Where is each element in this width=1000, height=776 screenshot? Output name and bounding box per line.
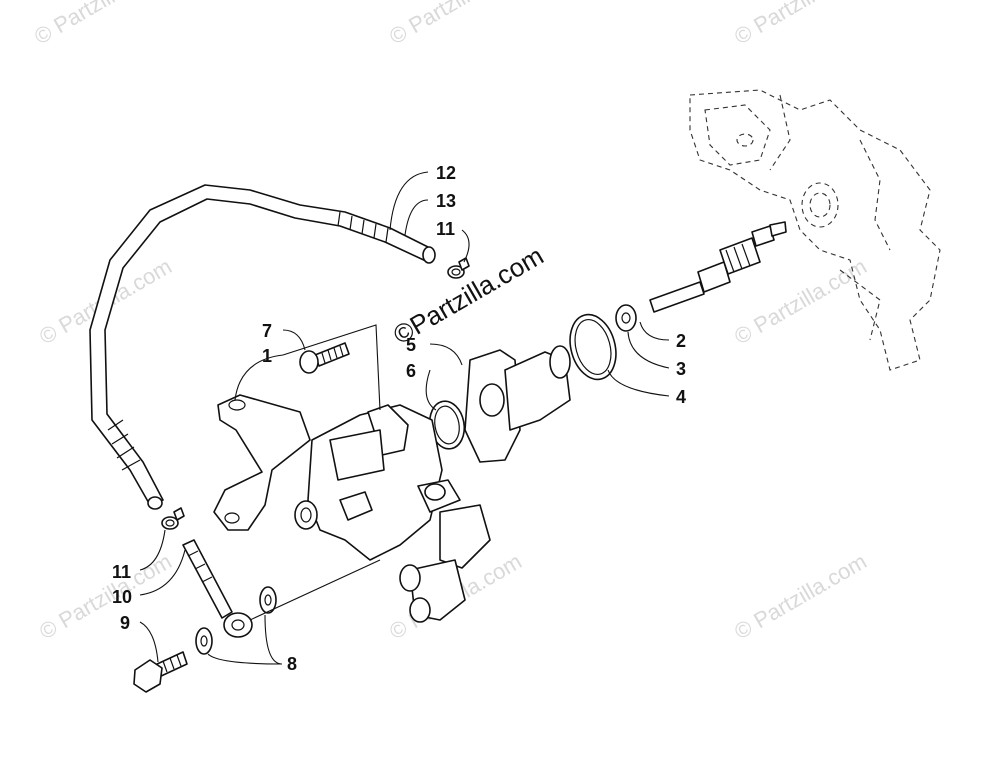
callout-11-bottom: 11 [112,562,131,582]
hose-clamp-top [447,257,470,279]
washer [615,304,637,332]
engine-case-outline [689,89,941,371]
callout-3: 3 [676,359,686,379]
watermark: © Partzilla.com [730,0,871,49]
callout-10: 10 [112,587,132,607]
leader-lines [139,171,670,665]
watermark: © Partzilla.com [30,0,171,49]
callout-13: 13 [436,191,456,211]
pump-shaft-housing [464,345,571,463]
watermark: © Partzilla.com [730,549,871,645]
crush-washer-right-hole [264,594,272,606]
callout-9: 9 [120,613,130,633]
crush-washer-left [195,627,213,655]
pump-bolt [299,342,350,374]
o-ring-small-inner [434,405,460,445]
callout-11-top: 11 [436,219,455,239]
callout-5: 5 [406,335,416,355]
center-watermark: ©Partzilla.com [388,240,548,350]
callout-7: 7 [262,321,272,341]
oil-hose [89,184,436,510]
watermark: © Partzilla.com [35,549,176,645]
oil-pump-body [213,394,491,623]
banjo-fitting [182,539,253,638]
watermark: © Partzilla.com [730,254,871,350]
callout-1: 1 [262,346,272,366]
assembly-line [249,559,381,621]
callout-4: 4 [676,387,686,407]
crush-washer-right [259,586,277,614]
banjo-bolt [133,651,188,693]
callout-6: 6 [406,361,416,381]
crush-washer-left-hole [200,635,208,647]
callouts: 1 7 5 6 2 3 4 12 13 11 11 10 9 8 [112,163,686,674]
o-ring-inner [574,318,612,376]
callout-12: 12 [436,163,456,183]
callout-8: 8 [287,654,297,674]
hose-clamp-bottom [161,507,185,530]
callout-2: 2 [676,331,686,351]
drive-shaft-gear [649,221,787,313]
washer-hole [621,312,631,324]
watermark: © Partzilla.com [385,0,526,49]
